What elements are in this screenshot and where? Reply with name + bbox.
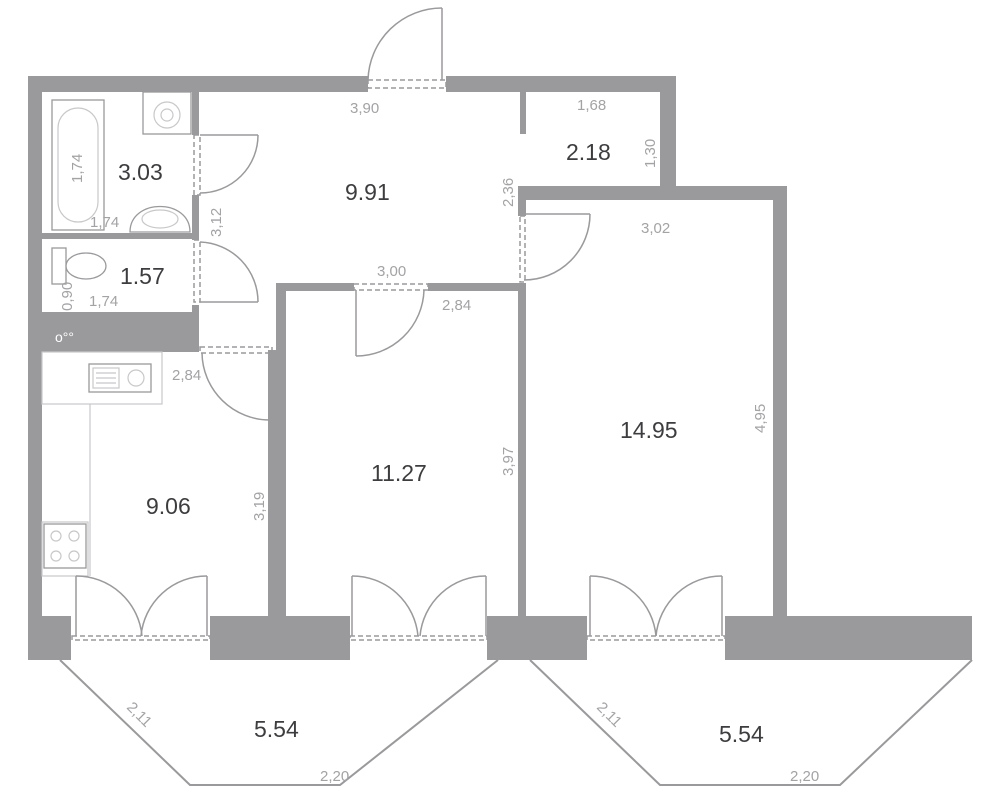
washbasin [129,205,191,233]
dim-hall-bottom: 3,00 [377,263,406,280]
dim-toilet-width: 1,74 [89,293,118,310]
room-area-balcony-right: 5.54 [719,721,764,747]
room-area-balcony-left: 5.54 [254,716,299,742]
dim-bath-height: 1,74 [69,154,86,183]
stove [43,523,87,569]
bathtub [51,99,105,231]
dim-toilet-height: 0,90 [59,282,76,311]
room-area-bathroom: 3.03 [118,159,163,185]
room-area-bedroom: 11.27 [371,460,427,486]
walls [28,76,972,660]
toilet-bowl [51,247,107,285]
dim-balcony-right-bottom: 2,20 [790,768,819,785]
balcony-doors [71,575,726,641]
dim-bedroom-top: 2,84 [442,297,471,314]
dim-kitchen-right: 3,19 [251,492,268,521]
balcony-outlines [59,659,973,786]
room-area-storage: 2.18 [566,139,611,165]
interior-doors [193,7,591,421]
washing-machine [142,91,192,135]
room-area-kitchen: 9.06 [146,493,191,519]
kitchen-counter [41,351,163,577]
room-area-hallway: 9.91 [345,179,390,205]
dim-bath-width: 1,74 [90,214,119,231]
dim-living-right: 4,95 [752,404,769,433]
dim-hall-right: 2,36 [500,178,517,207]
dim-living-top: 3,02 [641,220,670,237]
vent-symbol: o°° [55,329,74,345]
dim-bedroom-right: 3,97 [500,447,517,476]
dim-storage-top: 1,68 [577,97,606,114]
room-area-toilet: 1.57 [120,263,165,289]
dim-kitchen-top: 2,84 [172,367,201,384]
room-area-living: 14.95 [620,417,678,443]
dim-storage-right: 1,30 [642,139,659,168]
dim-wet-zone-height: 3,12 [208,208,225,237]
dim-hall-top: 3,90 [350,100,379,117]
dim-balcony-left-bottom: 2,20 [320,768,349,785]
kitchen-sink [88,363,152,393]
